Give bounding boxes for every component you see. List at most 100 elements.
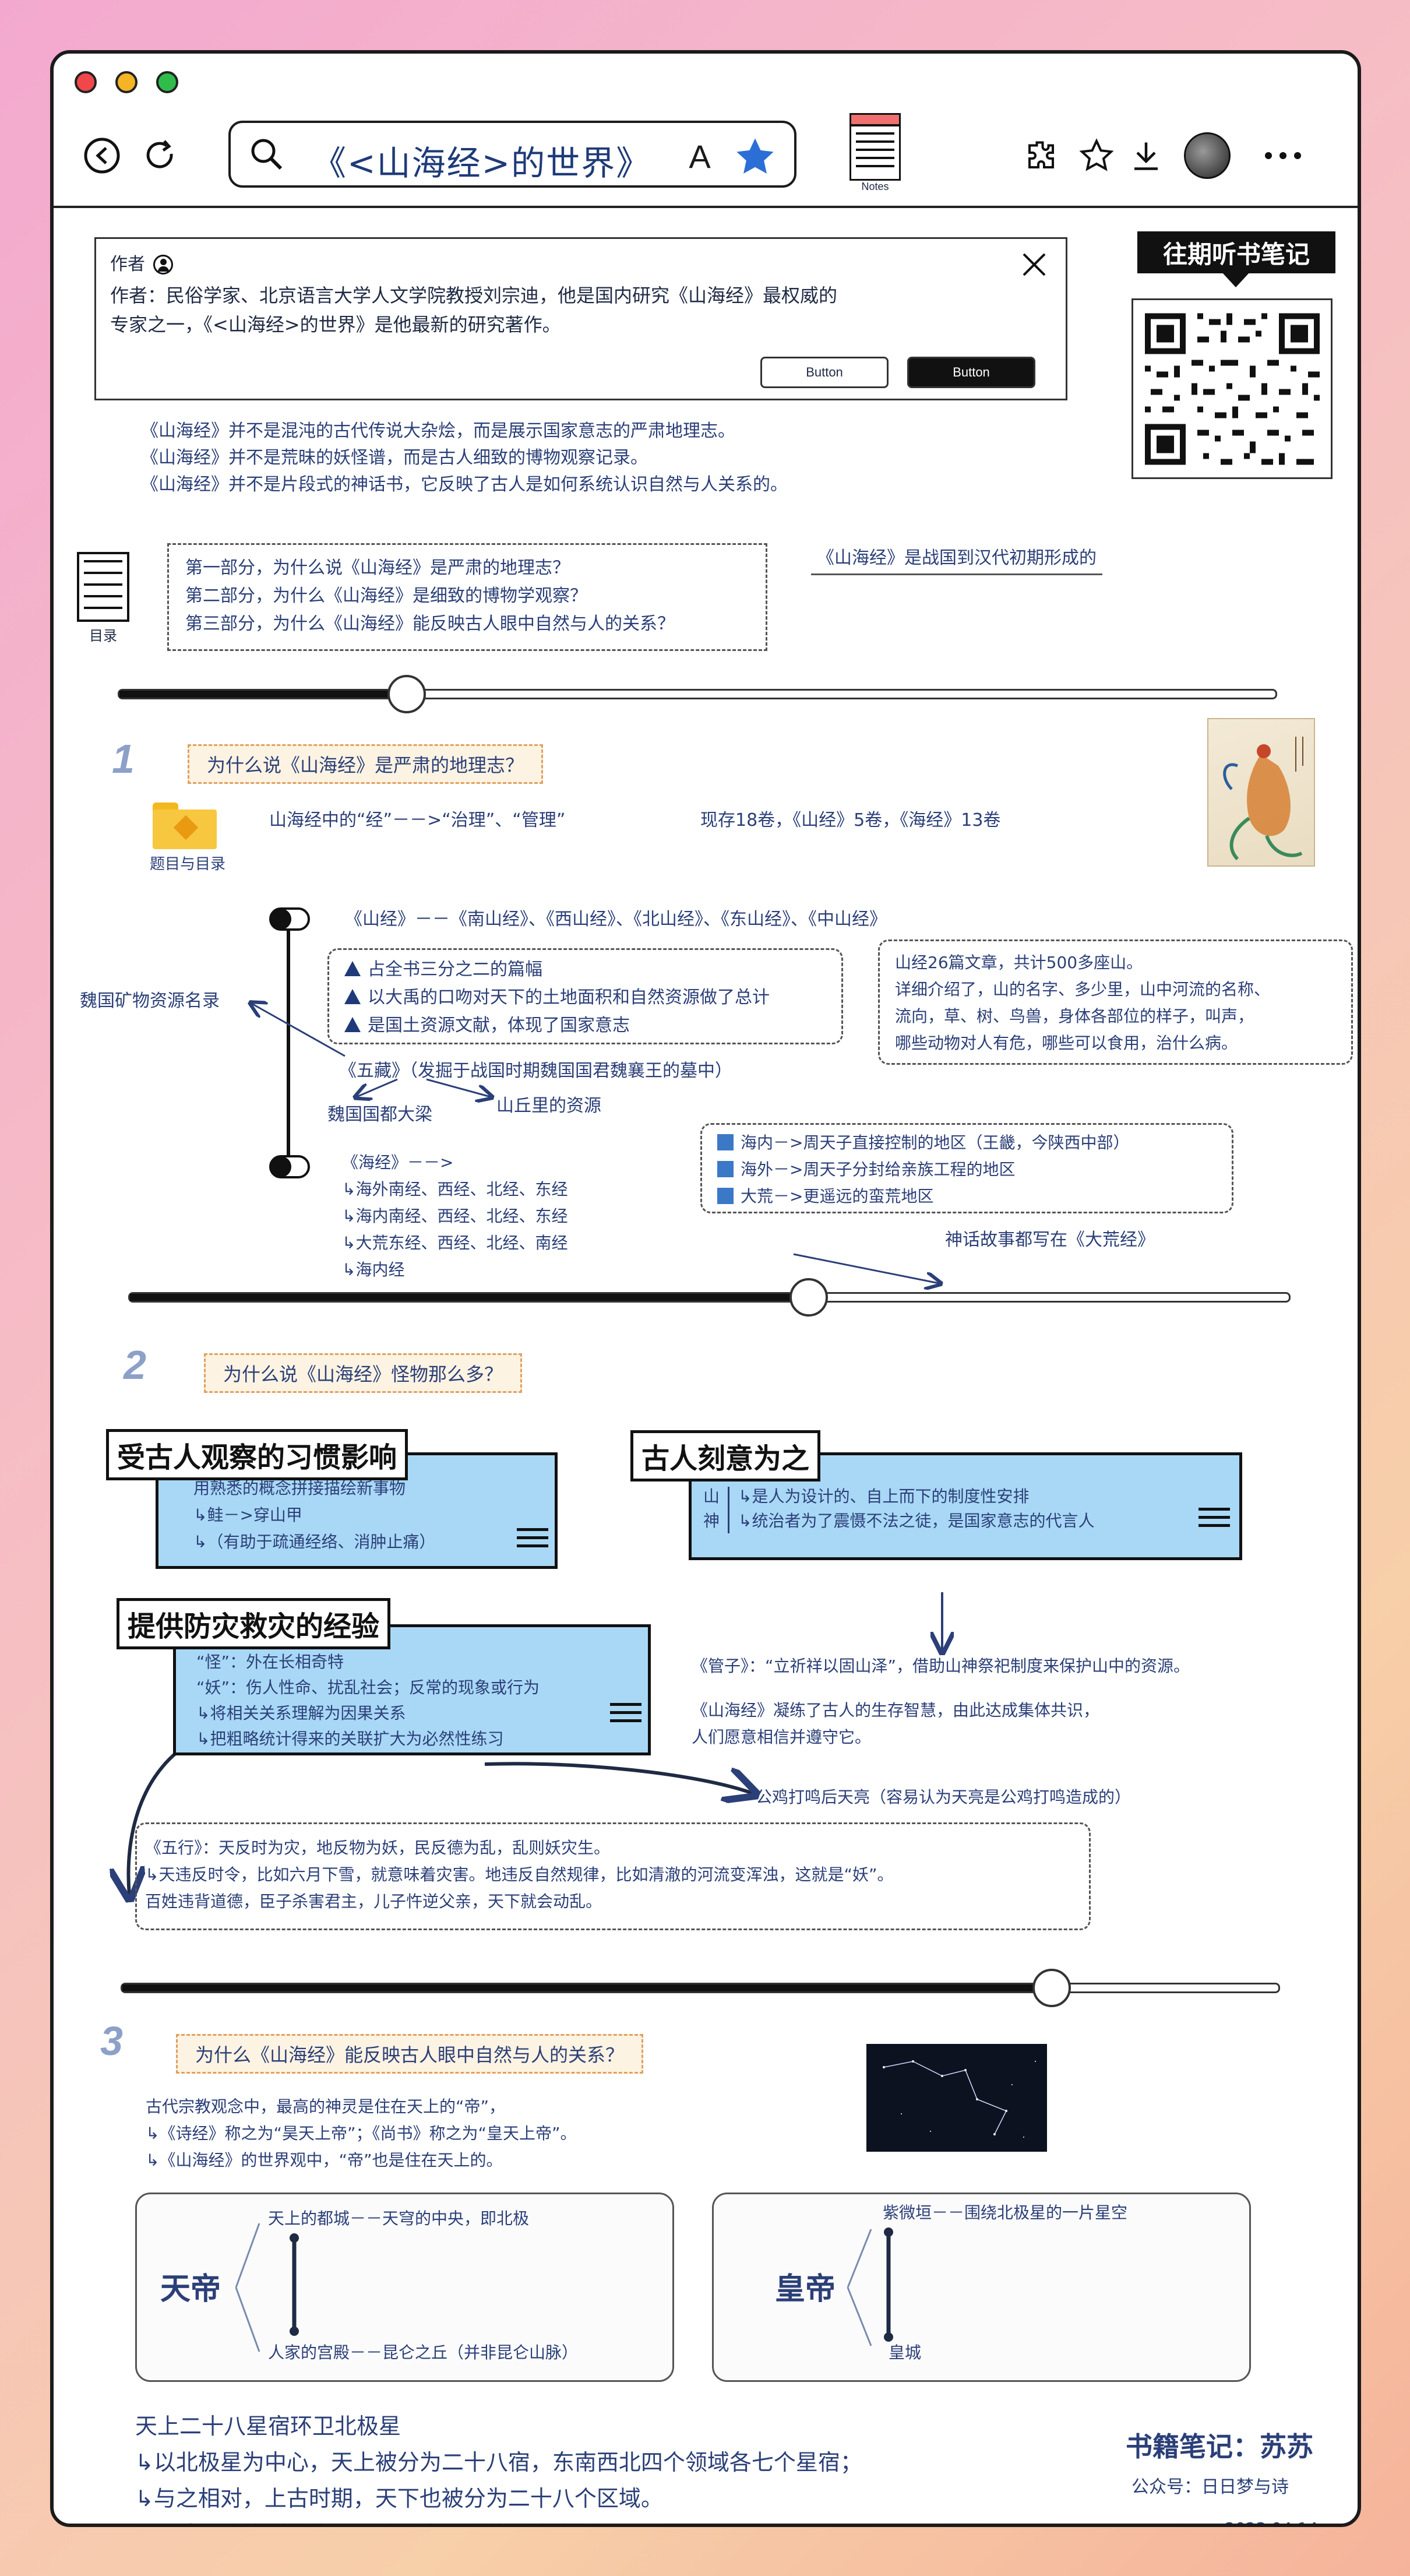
check-icon (717, 1161, 734, 1177)
toc-item[interactable]: 第三部分，为什么《山海经》能反映古人眼中自然与人的关系？ (185, 614, 675, 634)
part3-line: ↳《诗经》称之为“昊天上帝”；《尚书》称之为“皇天上帝”。 (146, 2124, 577, 2143)
summary-line: ↳与之相对，上古时期，天下也被分为二十八个区域。 (135, 2486, 663, 2511)
favorite-star-icon[interactable] (732, 133, 778, 180)
callout-pointer (1222, 272, 1250, 287)
rooster-note: 公鸡打鸣后天亮（容易认为天亮是公鸡打鸣造成的） (756, 1787, 1131, 1807)
shan-point: 占全书三分之二的篇幅 (344, 956, 770, 984)
avatar[interactable] (1184, 132, 1231, 179)
progress-slider-1[interactable] (118, 675, 1277, 713)
reload-icon[interactable] (140, 135, 181, 176)
deliberate-line: ↳统治者为了震慑不法之徒，是国家意志的代言人 (738, 1511, 1095, 1530)
past-notes-title[interactable]: 往期听书笔记 (1137, 231, 1335, 273)
summary-line: 天上二十八星宿环卫北极星 (135, 2413, 401, 2439)
primary-button[interactable]: Button (907, 357, 1035, 388)
slider-handle[interactable] (789, 1278, 828, 1317)
intro-line: 《山海经》并不是混沌的古代传说大杂烩，而是展示国家意志的严肃地理志。 (141, 421, 735, 441)
more-options-icon[interactable] (1260, 135, 1306, 176)
haijing-item: ↳海内经 (342, 1260, 405, 1279)
shan-jing-line: 《山经》－－《南山经》、《西山经》、《北山经》、《东山经》、《中山经》 (345, 909, 887, 930)
close-window-dot[interactable] (75, 71, 97, 93)
wuxing-line: ↳天违反时令，比如六月下雪，就意味着灾害。地违反自然规律，比如清澈的河流变浑浊，… (145, 1865, 894, 1884)
back-icon[interactable] (82, 135, 122, 176)
extensions-icon[interactable] (1021, 135, 1062, 176)
disaster-line: “怪”：外在长相奇特 (196, 1652, 344, 1671)
check-icon (717, 1134, 734, 1150)
toc-box: 第一部分，为什么说《山海经》是严肃的地理志？ 第二部分，为什么《山海经》是细致的… (167, 543, 767, 651)
timeline-node-shanjing[interactable] (269, 907, 310, 931)
slider-handle[interactable] (387, 675, 426, 713)
hai-detail-line: 海外－>周天子分封给亲族工程的地区 (717, 1156, 1129, 1183)
title-bar (54, 54, 1358, 106)
part3-number: 3 (100, 2018, 123, 2064)
notes-icon[interactable]: Notes (846, 113, 904, 195)
deliberate-side: 神 (703, 1511, 720, 1530)
tiandi-bottom: 人家的宫殿－－昆仑之丘（并非昆仑山脉） (268, 2343, 579, 2362)
shan-point: 是国土资源文献，体现了国家意志 (344, 1012, 770, 1040)
part1-tag: 为什么说《山海经》是严肃的地理志？ (188, 744, 544, 784)
wei-capital: 魏国国都大梁 (327, 1104, 432, 1125)
guanzi-line: 《管子》：“立祈祥以固山泽”，借助山神祭祀制度来保护山中的资源。 (692, 1656, 1190, 1676)
qr-code[interactable] (1131, 298, 1333, 479)
author-label: 作者 (110, 254, 145, 275)
disaster-line: “妖”：伤人性命、扰乱社会；反常的现象或行为 (196, 1678, 540, 1697)
close-icon[interactable] (1017, 247, 1052, 282)
favorites-icon[interactable] (1076, 135, 1117, 176)
intro-line: 《山海经》并不是片段式的神话书，它反映了古人是如何系统认识自然与人关系的。 (141, 474, 788, 495)
shan-detail-line: 山经26篇文章，共计500多座山。 (895, 953, 1143, 972)
phoenix-illustration (1207, 718, 1315, 867)
part3-line: ↳《山海经》的世界观中，“帝”也是住在天上的。 (146, 2151, 503, 2170)
wisdom-line: 人们愿意相信并遵守它。 (692, 1727, 872, 1747)
tiandi-panel: 天帝 天上的都城－－天穹的中央，即北极 人家的宫殿－－昆仑之丘（并非昆仑山脉） (135, 2193, 674, 2382)
hai-detail-line: 海内－>周天子直接控制的地区（王畿，今陕西中部） (717, 1129, 1129, 1156)
jing-line: 山海经中的“经”－－>“治理”、“管理” (269, 810, 566, 830)
part1-number: 1 (112, 736, 135, 782)
haijing-list: 《海经》－－> ↳海外南经、西经、北经、东经 ↳海内南经、西经、北经、东经 ↳大… (342, 1149, 567, 1283)
maximize-window-dot[interactable] (156, 71, 178, 93)
read-aloud-icon[interactable]: A (689, 138, 711, 175)
habit-line: ↳（有助于疏通经络、消肿止痛） (193, 1532, 436, 1551)
wuxing-box: 《五行》：天反时为灾，地反物为妖，民反德为乱，乱则妖灾生。 ↳天违反时令，比如六… (135, 1822, 1091, 1930)
wuzang-line: 《五藏》（发掘于战国时期魏国国君魏襄王的墓中） (339, 1061, 732, 1081)
progress-slider-2[interactable] (128, 1278, 1291, 1317)
warning-icon (344, 1017, 361, 1032)
haijing-item: ↳大荒东经、西经、北经、南经 (342, 1233, 568, 1252)
hai-detail-box: 海内－>周天子直接控制的地区（王畿，今陕西中部） 海外－>周天子分封给亲族工程的… (700, 1123, 1233, 1213)
address-bar[interactable]: 《<山海经>的世界》 A (228, 121, 796, 188)
part2-tag: 为什么说《山海经》怪物那么多？ (204, 1353, 523, 1393)
timeline-node-haijing[interactable] (269, 1155, 310, 1178)
address-text: 《<山海经>的世界》 (312, 143, 651, 183)
check-icon (717, 1188, 734, 1204)
user-icon (153, 255, 173, 275)
secondary-button[interactable]: Button (760, 357, 889, 388)
myth-note: 神话故事都写在《大荒经》 (945, 1230, 1155, 1250)
deliberate-title: 古人刻意为之 (630, 1430, 821, 1481)
download-icon[interactable] (1126, 135, 1166, 176)
summary-line: ↳众神居住的群山也围绕着天帝居住的昆仑之丘。 (135, 2517, 862, 2524)
haijing-title: 《海经》－－> (342, 1153, 454, 1172)
minimize-window-dot[interactable] (115, 71, 138, 93)
toc-item[interactable]: 第二部分，为什么《山海经》是细致的博物学观察？ (185, 586, 587, 606)
toc-item[interactable]: 第一部分，为什么说《山海经》是严肃的地理志？ (185, 558, 570, 578)
disaster-line: ↳将相关关系理解为因果关系 (196, 1704, 406, 1723)
volumes-line: 现存18卷，《山经》5卷，《海经》13卷 (700, 810, 1001, 830)
author-card: 作者 作者：民俗学家、北京语言大学人文学院教授刘宗迪，他是国内研究《山海经》最权… (94, 237, 1067, 400)
author-text-line2: 专家之一，《<山海经>的世界》是他最新的研究著作。 (110, 314, 561, 336)
slider-handle[interactable] (1032, 1969, 1071, 2007)
shan-point: 以大禹的口吻对天下的土地面积和自然资源做了总计 (344, 984, 770, 1012)
deliberate-line: ↳是人为设计的、自上而下的制度性安排 (738, 1487, 1030, 1506)
progress-slider-3[interactable] (121, 1969, 1280, 2007)
huangdi-panel: 皇帝 紫微垣－－围绕北极星的一片星空 皇城 (712, 2193, 1251, 2382)
huangdi-top: 紫微垣－－围绕北极星的一片星空 (883, 2203, 1128, 2222)
wisdom-line: 《山海经》凝练了古人的生存智慧，由此达成集体共识， (692, 1701, 1100, 1720)
shan-detail-line: 哪些动物对人有危，哪些可以食用，治什么病。 (895, 1033, 1238, 1053)
folder-label: 题目与目录 (150, 856, 226, 873)
warning-icon (344, 961, 361, 976)
folder-icon[interactable] (153, 803, 217, 849)
habit-title: 受古人观察的习惯影响 (106, 1429, 408, 1480)
browser-window: 《<山海经>的世界》 A Notes 作者 作者：民俗学家、北京语言大学人文学院… (50, 50, 1361, 2527)
part3-tag: 为什么《山海经》能反映古人眼中自然与人的关系？ (176, 2034, 644, 2074)
huangdi-bottom: 皇城 (889, 2343, 922, 2362)
part3-line: 古代宗教观念中，最高的神灵是住在天上的“帝”， (146, 2097, 506, 2116)
toc-icon[interactable]: 目录 (77, 552, 135, 645)
arrows-layer (54, 54, 1361, 2527)
